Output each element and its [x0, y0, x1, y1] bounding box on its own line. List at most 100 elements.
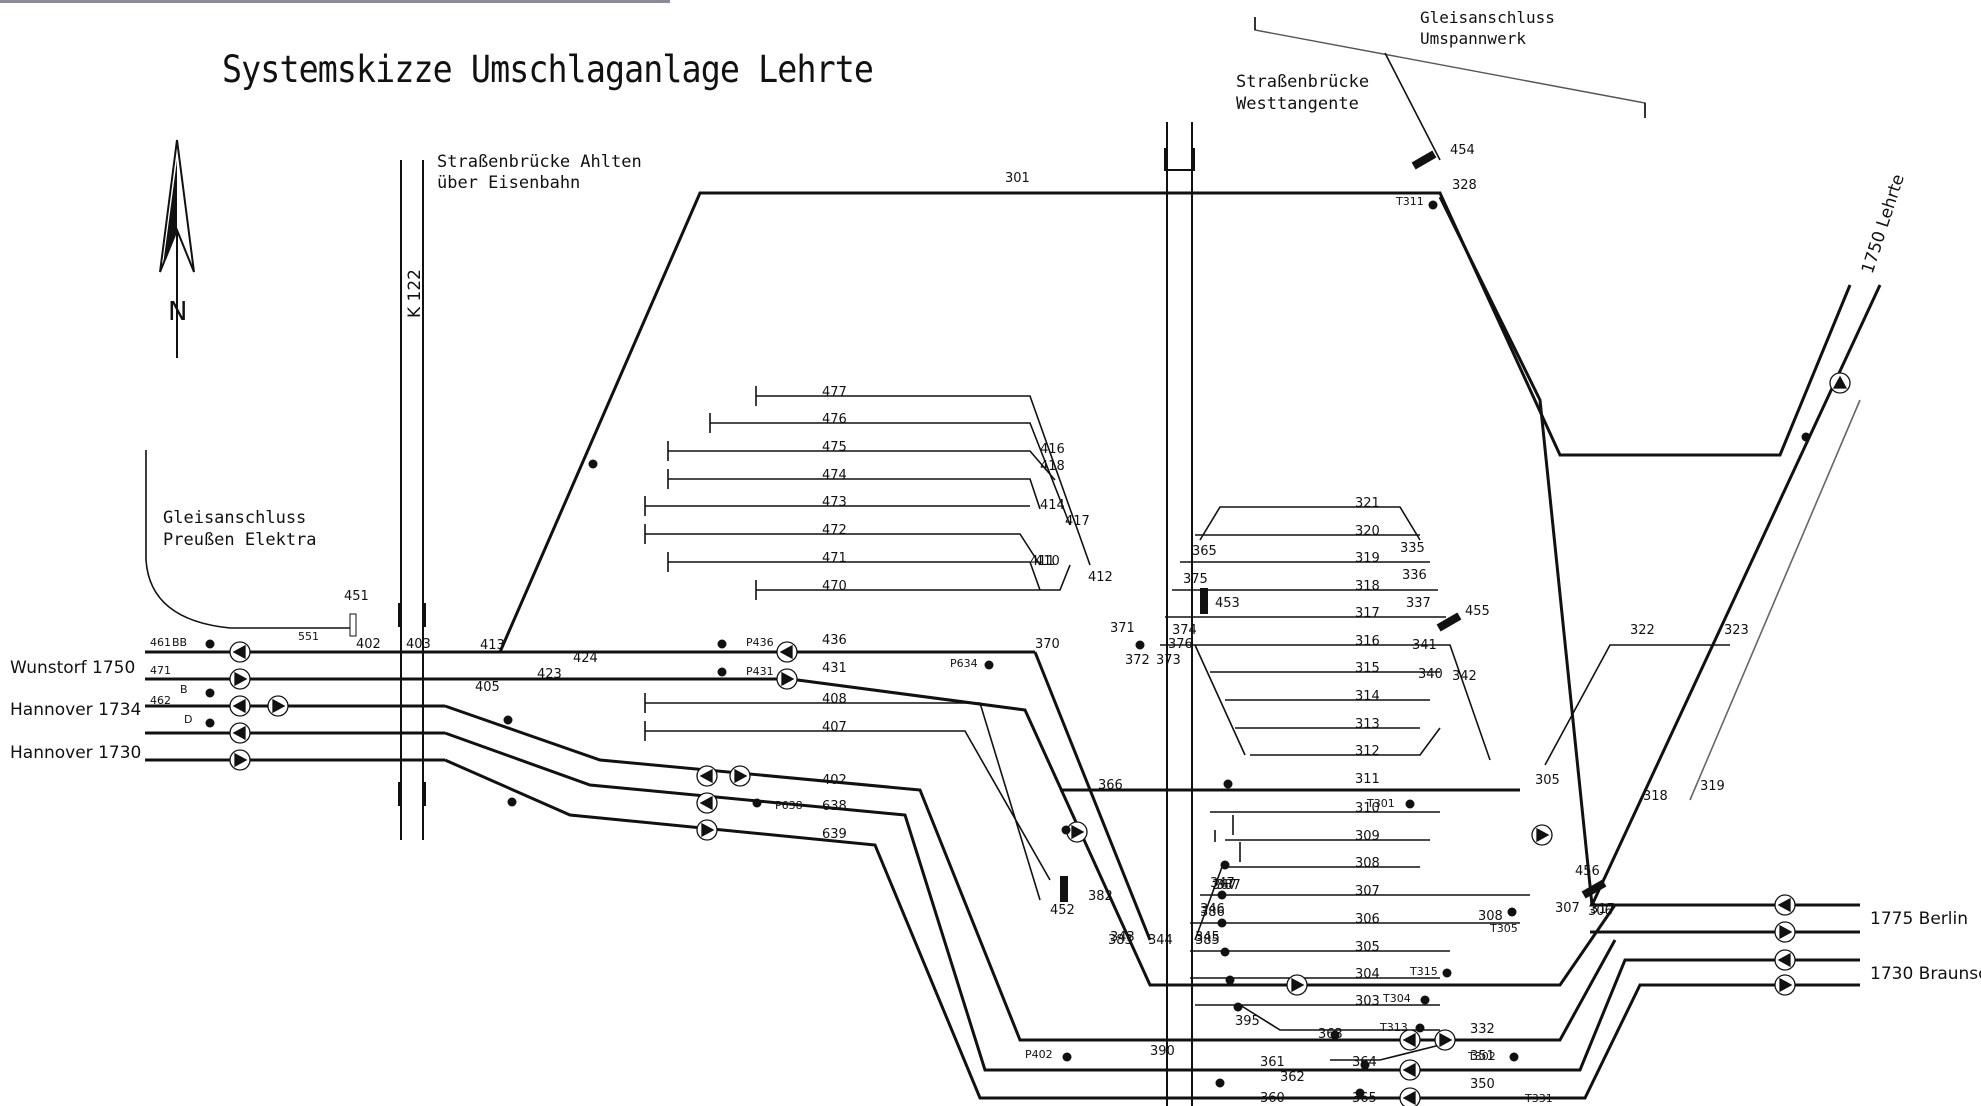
- track-number-label: 364: [1352, 1055, 1377, 1070]
- track-number-label: 305: [1535, 773, 1560, 788]
- signal-id-label: D: [184, 713, 192, 726]
- track-number-label: 350: [1470, 1077, 1495, 1092]
- track-number-label: 316: [1355, 634, 1380, 649]
- signal-id-label: P436: [746, 636, 774, 649]
- track-number-label: 473: [822, 495, 847, 510]
- main-tracks: [145, 191, 1882, 1100]
- track-number-label: 365: [1352, 1091, 1377, 1106]
- signal-id-label: 462: [150, 694, 171, 707]
- track-number-label: 402: [356, 637, 381, 652]
- track-number-label: 343: [1110, 930, 1135, 945]
- track-number-label: 318: [1355, 579, 1380, 594]
- diagram-title: Systemskizze Umschlaganlage Lehrte: [222, 48, 874, 91]
- track-number-label: 328: [1452, 178, 1477, 193]
- track-number-label: 336: [1402, 568, 1427, 583]
- track-number-label: 301: [1005, 171, 1030, 186]
- track-number-label: 413: [480, 638, 505, 653]
- destination-hannover-1730: Hannover 1730: [10, 743, 142, 763]
- track-number-label: 306: [1588, 904, 1613, 919]
- track-number-label: 321: [1355, 496, 1380, 511]
- track-number-label: 344: [1148, 933, 1173, 948]
- yard-tracks: [145, 17, 1861, 1061]
- bridge-ahlten-label-1: Straßenbrücke Ahlten: [437, 152, 642, 172]
- track-number-label: 340: [1418, 667, 1443, 682]
- signal-id-label: T301: [1366, 797, 1395, 810]
- north-label: N: [168, 297, 187, 327]
- track-number-label: 639: [822, 827, 847, 842]
- track-number-label: 471: [822, 551, 847, 566]
- track-number-label: 418: [1040, 459, 1065, 474]
- buffer-stops: [644, 17, 1646, 862]
- track-number-label: 332: [1470, 1022, 1495, 1037]
- track-number-label: 408: [822, 692, 847, 707]
- track-number-label: 474: [822, 468, 847, 483]
- track-number-label: 346: [1200, 902, 1225, 917]
- destination-hannover-1734: Hannover 1734: [10, 700, 142, 720]
- bridge-westtangente-label-1: Straßenbrücke: [1236, 72, 1370, 92]
- track-number-label: 365: [1192, 544, 1217, 559]
- track-number-label: 638: [822, 799, 847, 814]
- track-number-label: 307: [1355, 884, 1380, 899]
- signal-id-label: T311: [1395, 195, 1424, 208]
- track-number-label: 375: [1183, 572, 1208, 587]
- track-number-label: 452: [1050, 903, 1075, 918]
- track-number-label: 308: [1355, 856, 1380, 871]
- track-number-label: 454: [1450, 143, 1475, 158]
- track-number-label: 310: [1355, 801, 1380, 816]
- siding-preussen-label-1: Gleisanschluss: [163, 508, 307, 528]
- destination-berlin: 1775 Berlin: [1870, 909, 1968, 929]
- signal-id-label: P634: [950, 657, 978, 670]
- track-number-label: 362: [1280, 1070, 1305, 1085]
- track-number-label: 383: [1108, 933, 1133, 948]
- track-number-label: 345: [1195, 930, 1220, 945]
- signal-id-label: T331: [1524, 1092, 1553, 1105]
- track-number-label: 341: [1412, 638, 1437, 653]
- track-number-label: 410: [1035, 554, 1060, 569]
- track-number-label: 402: [822, 773, 847, 788]
- track-number-label: 373: [1156, 653, 1181, 668]
- track-number-label: 320: [1355, 524, 1380, 539]
- signal-id-label: 471: [150, 664, 171, 677]
- bar-markers: [349, 150, 1607, 902]
- road-label: K 122: [405, 269, 425, 318]
- destination-braunschweig: 1730 Braunsc: [1870, 964, 1981, 984]
- top-border-bar: [0, 0, 670, 3]
- track-number-label: 424: [573, 651, 598, 666]
- track-number-label: 308: [1478, 909, 1503, 924]
- track-number-label: 411: [1030, 554, 1055, 569]
- bridge-westtangente-label-2: Westtangente: [1236, 94, 1359, 114]
- track-number-label: 403: [406, 637, 431, 652]
- track-number-label: 477: [822, 385, 847, 400]
- siding-preussen-label-2: Preußen Elektra: [163, 530, 317, 550]
- signal-id-label: T305: [1489, 922, 1518, 935]
- track-number-label: 361: [1260, 1055, 1285, 1070]
- track-number-label: 303: [1355, 994, 1380, 1009]
- track-number-label: 337: [1406, 596, 1431, 611]
- signal-id-label: P638: [775, 799, 803, 812]
- track-number-label: 360: [1260, 1091, 1285, 1106]
- track-number-label: 372: [1125, 653, 1150, 668]
- track-number-label: 317: [1590, 902, 1615, 917]
- track-number-label: 370: [1035, 637, 1060, 652]
- shunt-signal-dots: [205, 200, 1811, 1098]
- track-number-label: 314: [1355, 689, 1380, 704]
- track-number-label: 305: [1355, 940, 1380, 955]
- road-bridge-k122: K 122: [398, 160, 426, 840]
- track-number-label: 307: [1555, 901, 1580, 916]
- track-number-label: 476: [822, 412, 847, 427]
- signal-id-label: B: [180, 683, 188, 696]
- track-number-label: 416: [1040, 442, 1065, 457]
- track-number-label: 382: [1088, 889, 1113, 904]
- track-number-label: 313: [1355, 717, 1380, 732]
- track-number-label: 347: [1210, 876, 1235, 891]
- road-bridge-westtangente: [1164, 122, 1195, 1106]
- track-number-label: 311: [1355, 772, 1380, 787]
- track-number-label: 366: [1098, 778, 1123, 793]
- track-number-label: 315: [1355, 661, 1380, 676]
- signal-id-label: T304: [1382, 992, 1411, 1005]
- north-arrow-icon: N: [159, 139, 195, 358]
- track-number-label: 455: [1465, 604, 1490, 619]
- track-number-label: 417: [1065, 514, 1090, 529]
